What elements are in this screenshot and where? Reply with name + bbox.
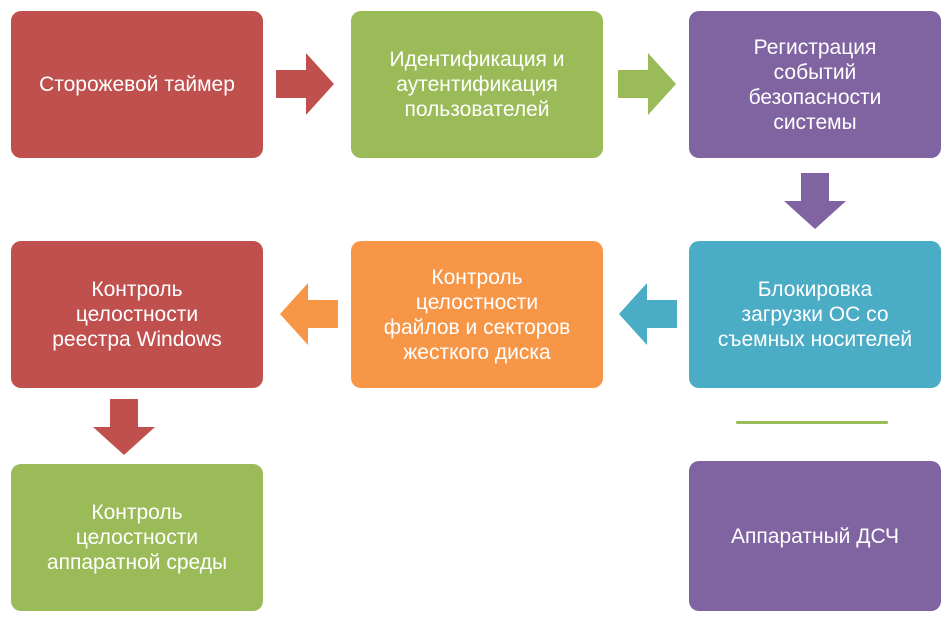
arrow-right-icon bbox=[276, 53, 334, 115]
arrow-left-icon bbox=[619, 283, 677, 345]
security-logging-box: Регистрация событий безопасности системы bbox=[689, 11, 941, 158]
file-integrity-box: Контроль целостности файлов и секторов ж… bbox=[351, 241, 603, 388]
arrow-down-icon bbox=[93, 399, 155, 455]
divider-line bbox=[736, 421, 888, 424]
registry-integrity-box: Контроль целостности реестра Windows bbox=[11, 241, 263, 388]
identification-auth-box: Идентификация и аутентификация пользоват… bbox=[351, 11, 603, 158]
arrow-down-icon bbox=[784, 173, 846, 229]
boot-lock-box: Блокировка загрузки ОС со съемных носите… bbox=[689, 241, 941, 388]
hardware-integrity-box: Контроль целостности аппаратной среды bbox=[11, 464, 263, 611]
hardware-rng-box: Аппаратный ДСЧ bbox=[689, 461, 941, 611]
watchdog-timer-box: Сторожевой таймер bbox=[11, 11, 263, 158]
arrow-right-icon bbox=[618, 53, 676, 115]
arrow-left-icon bbox=[280, 283, 338, 345]
